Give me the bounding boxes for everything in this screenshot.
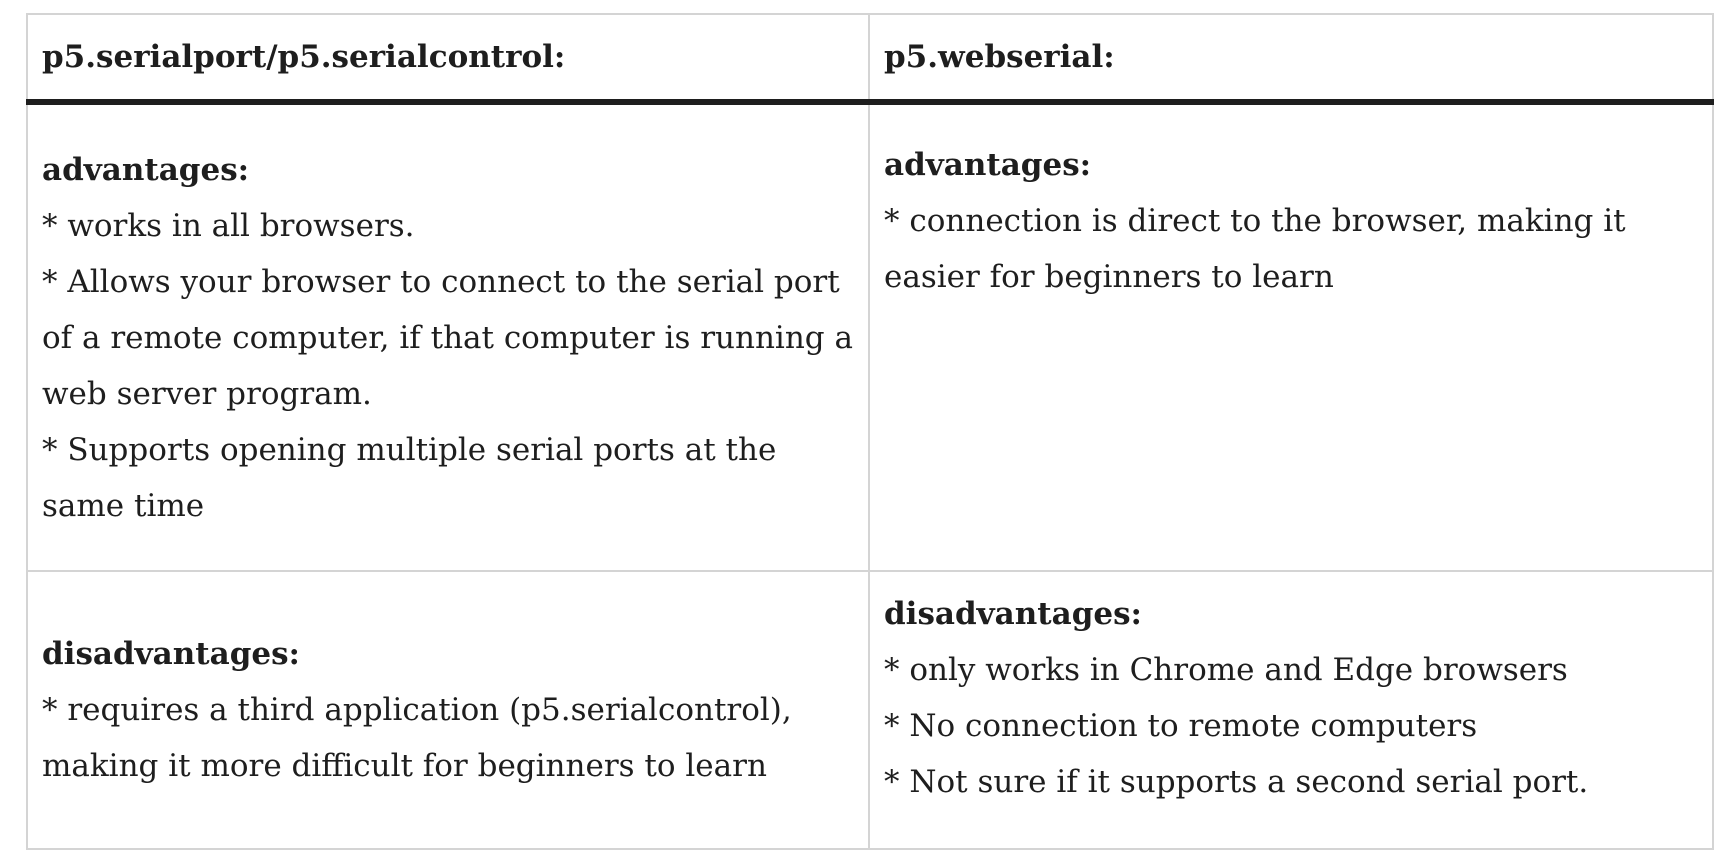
advantages-heading: advantages:	[884, 147, 1092, 183]
header-p5-serialport: p5.serialport/p5.serialcontrol:	[26, 13, 870, 105]
cell-webserial-disadvantages: disadvantages: only works in Chrome and …	[868, 570, 1714, 850]
disadvantages-list: requires a third application (p5.serialc…	[42, 682, 854, 794]
list-item: No connection to remote computers	[884, 698, 1698, 754]
cell-webserial-advantages: advantages: connection is direct to the …	[868, 101, 1714, 572]
list-item: works in all browsers.	[42, 198, 854, 254]
header-row: p5.serialport/p5.serialcontrol: p5.webse…	[26, 13, 1714, 105]
comparison-table: p5.serialport/p5.serialcontrol: p5.webse…	[26, 13, 1714, 850]
list-item: connection is direct to the browser, mak…	[884, 193, 1698, 305]
list-item: requires a third application (p5.serialc…	[42, 682, 854, 794]
table-row-disadvantages: disadvantages: requires a third applicat…	[26, 570, 1714, 850]
list-item: only works in Chrome and Edge browsers	[884, 642, 1698, 698]
list-item: Not sure if it supports a second serial …	[884, 754, 1698, 810]
cell-serialport-disadvantages: disadvantages: requires a third applicat…	[26, 570, 870, 850]
advantages-heading: advantages:	[42, 151, 250, 188]
disadvantages-heading: disadvantages:	[884, 596, 1143, 632]
advantages-list: works in all browsers. Allows your brows…	[42, 198, 854, 534]
comparison-table-container: p5.serialport/p5.serialcontrol: p5.webse…	[26, 13, 1714, 850]
disadvantages-heading: disadvantages:	[42, 636, 301, 672]
advantages-list: connection is direct to the browser, mak…	[884, 193, 1698, 305]
list-item: Supports opening multiple serial ports a…	[42, 422, 854, 534]
disadvantages-list: only works in Chrome and Edge browsers N…	[884, 642, 1698, 810]
cell-serialport-advantages: advantages: works in all browsers. Allow…	[26, 101, 870, 572]
table-body: advantages: works in all browsers. Allow…	[26, 101, 1714, 850]
header-p5-webserial: p5.webserial:	[868, 13, 1714, 105]
list-item: Allows your browser to connect to the se…	[42, 254, 854, 422]
table-row-advantages: advantages: works in all browsers. Allow…	[26, 101, 1714, 572]
table-header: p5.serialport/p5.serialcontrol: p5.webse…	[26, 13, 1714, 105]
